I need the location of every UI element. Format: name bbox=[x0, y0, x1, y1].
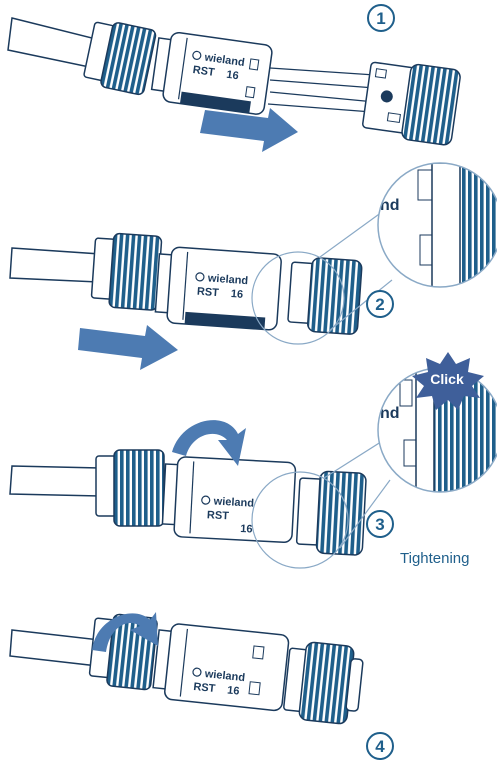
detail-label-1: nd bbox=[380, 197, 400, 214]
cable bbox=[9, 629, 101, 667]
pressure-nut bbox=[90, 232, 163, 311]
step-4-group: wieland RST 16 4 bbox=[9, 612, 394, 760]
coupled-nut bbox=[287, 257, 363, 335]
pressure-nut bbox=[95, 449, 165, 527]
brand-name-1: wieland bbox=[203, 51, 246, 69]
step-4-number: 4 bbox=[375, 737, 385, 756]
wieland-logo-icon bbox=[192, 50, 202, 60]
model-label-1: RST bbox=[192, 64, 216, 79]
step-3-badge bbox=[366, 510, 394, 538]
detail-ring bbox=[251, 471, 349, 569]
click-burst-icon: Click bbox=[412, 352, 484, 410]
step-1-badge bbox=[367, 4, 395, 32]
click-label: Click bbox=[430, 371, 464, 387]
wieland-logo-icon bbox=[192, 667, 202, 677]
cable bbox=[9, 465, 101, 497]
connector-housing: wieland RST 16 bbox=[150, 31, 273, 115]
detail-label-2: nd bbox=[380, 405, 400, 422]
zoom-line bbox=[323, 439, 385, 479]
cable bbox=[9, 247, 101, 283]
step-1-number: 1 bbox=[376, 9, 385, 28]
zoom-line bbox=[319, 211, 383, 258]
wires bbox=[267, 67, 376, 113]
size-label-3: 16 bbox=[240, 523, 253, 536]
size-label-4: 16 bbox=[227, 684, 240, 697]
model-label-4: RST bbox=[193, 681, 216, 695]
brand-name-3: wieland bbox=[212, 496, 254, 510]
size-label-1: 16 bbox=[226, 69, 240, 83]
coupled-nut bbox=[283, 641, 364, 725]
wieland-logo-icon bbox=[201, 495, 211, 505]
connector-housing: wieland RST 16 bbox=[161, 456, 297, 544]
brand-name-2: wieland bbox=[206, 272, 248, 287]
step-2-badge bbox=[366, 290, 394, 318]
push-arrow-icon bbox=[78, 325, 178, 370]
step-3-group: wieland RST 16 nd Click bbox=[9, 352, 497, 569]
detail-ring bbox=[251, 251, 345, 345]
connector-housing: wieland RST 16 bbox=[154, 246, 282, 331]
rotate-arrow-icon bbox=[172, 420, 246, 466]
pressure-nut bbox=[83, 21, 157, 96]
step-2-group: wieland RST 16 nd 2 bbox=[9, 162, 497, 370]
wieland-logo-icon bbox=[195, 272, 205, 282]
push-arrow-icon bbox=[200, 108, 298, 152]
model-label-2: RST bbox=[196, 286, 219, 300]
coupled-nut bbox=[295, 470, 367, 556]
step-3-number: 3 bbox=[375, 515, 384, 534]
rotate-arrow-icon bbox=[92, 612, 158, 652]
step-3-caption: Tightening bbox=[400, 550, 470, 567]
zoom-line bbox=[339, 479, 391, 549]
step-4-badge bbox=[366, 732, 394, 760]
step-1-group: wieland RST 16 1 bbox=[7, 4, 461, 152]
size-label-2: 16 bbox=[230, 288, 243, 301]
brand-name-4: wieland bbox=[203, 668, 245, 684]
model-label-3: RST bbox=[207, 509, 230, 522]
magnifier-circle-icon: nd bbox=[377, 162, 497, 288]
zoom-line bbox=[329, 279, 393, 331]
connector-housing: wieland RST 16 bbox=[152, 623, 290, 712]
step-2-number: 2 bbox=[375, 295, 384, 314]
contact-insert bbox=[362, 61, 461, 146]
